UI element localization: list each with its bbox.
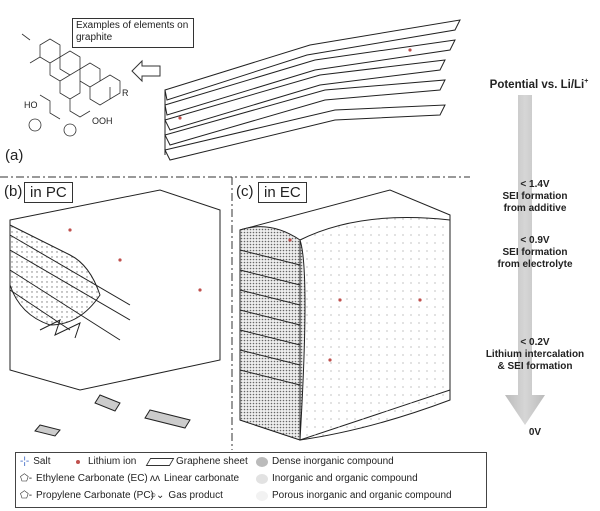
lithium-ion-icon [76, 459, 80, 464]
panel-a-label: (a) [5, 147, 24, 164]
end-label: 0V [528, 427, 542, 438]
linear-carbonate-icon: ʌʌ [150, 473, 160, 484]
graphene-sheet-icon [145, 457, 175, 466]
examples-box: Examples of elements on graphite [72, 18, 194, 48]
lithium-ions [68, 48, 422, 362]
porous-icon [256, 490, 268, 501]
hollow-arrow [131, 59, 161, 83]
graphite-ec [239, 189, 451, 441]
dense-inorganic-icon [256, 456, 268, 467]
legend-inorganic-organic: Inorganic and organic compound [256, 473, 418, 484]
panel-b-tag: in PC [24, 182, 73, 203]
panel-c-tag: in EC [258, 182, 307, 203]
legend-graphene: Graphene sheet [145, 456, 248, 467]
inorganic-organic-icon [256, 473, 268, 484]
molecule-label-r: R [122, 88, 129, 98]
graphite-stack-a [164, 19, 461, 161]
potential-title: Potential vs. Li/Li+ [489, 78, 589, 91]
legend-dense: Dense inorganic compound [256, 456, 394, 467]
legend-ec: ⬠-Ethylene Carbonate (EC) [20, 473, 148, 484]
panel-b-label: (b) [4, 183, 23, 200]
potential-arrow [505, 95, 545, 425]
legend-gas: ○⌄Gas product [150, 490, 223, 501]
ec-icon: ⬠- [20, 473, 33, 484]
panel-c-label: (c) [236, 183, 254, 200]
legend: -¦-Salt Lithium ion Graphene sheet Dense… [15, 452, 487, 508]
legend-salt: -¦-Salt [20, 456, 51, 467]
molecule-label-ooh: OOH [92, 116, 113, 126]
graphite-molecule [21, 33, 121, 137]
pc-icon: ⬠- [20, 490, 33, 501]
legend-pc: ⬠-Propylene Carbonate (PC) [20, 490, 154, 501]
graphite-pc [9, 189, 221, 437]
legend-lithium-ion: Lithium ion [76, 456, 136, 467]
gas-product-icon: ○⌄ [150, 490, 165, 501]
legend-porous: Porous inorganic and organic compound [256, 490, 452, 501]
molecule-label-ho: HO [24, 100, 38, 110]
salt-icon: -¦- [20, 456, 30, 467]
